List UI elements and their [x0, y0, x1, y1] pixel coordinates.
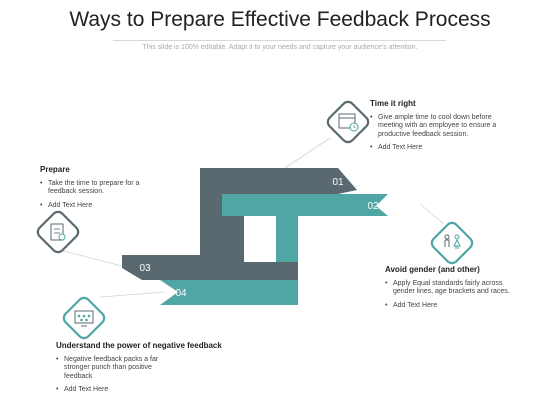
list-item: Negative feedback packs a far stronger p…: [56, 356, 174, 382]
ribbon-center-window: [244, 216, 276, 252]
step-card-03: Prepare Take the time to prepare for a f…: [40, 165, 140, 215]
list-item: Add Text Here: [56, 386, 246, 395]
calendar-clock-icon: [326, 100, 370, 144]
step-title-02: Avoid gender (and other): [385, 265, 480, 274]
rating-stars-icon: [62, 296, 106, 340]
connector-line-04: [99, 291, 166, 298]
list-item: Take the time to prepare for a feedback …: [40, 180, 140, 197]
slide-title: Ways to Prepare Effective Feedback Proce…: [69, 8, 491, 31]
list-item: Give ample time to cool down before meet…: [370, 114, 510, 140]
ribbon-step-01: [200, 168, 357, 262]
step-number-02: 02: [367, 201, 379, 212]
step-number-01: 01: [332, 177, 344, 188]
checklist-icon: [36, 210, 80, 254]
connector-line-02: [419, 203, 445, 225]
step-bullets-04: Negative feedback packs a far stronger p…: [56, 356, 246, 395]
list-item: Apply Equal standards fairly across gend…: [385, 280, 525, 297]
connector-line-01: [284, 137, 331, 169]
list-item: Add Text Here: [40, 202, 140, 211]
title-divider: [113, 40, 446, 41]
step-title-04: Understand the power of negative feedbac…: [56, 341, 222, 350]
step-card-02: Avoid gender (and other) Apply Equal sta…: [385, 265, 525, 315]
list-item: Add Text Here: [385, 302, 525, 311]
step-number-04: 04: [175, 288, 187, 299]
step-title-03: Prepare: [40, 165, 70, 174]
connector-line-03: [59, 249, 123, 267]
step-card-04: Understand the power of negative feedbac…: [56, 341, 246, 400]
gender-icon: [430, 221, 474, 265]
ribbon-step-02: [160, 194, 388, 305]
step-card-01: Time it right Give ample time to cool do…: [370, 99, 510, 158]
step-bullets-01: Give ample time to cool down before meet…: [370, 114, 510, 153]
step-bullets-03: Take the time to prepare for a feedback …: [40, 180, 140, 211]
step-number-03: 03: [139, 263, 151, 274]
step-bullets-02: Apply Equal standards fairly across gend…: [385, 280, 525, 311]
list-item: Add Text Here: [370, 144, 510, 153]
step-title-01: Time it right: [370, 99, 416, 108]
ribbon-step-03: [122, 216, 298, 280]
slide-subtitle: This slide is 100% editable. Adapt it to…: [142, 44, 418, 51]
